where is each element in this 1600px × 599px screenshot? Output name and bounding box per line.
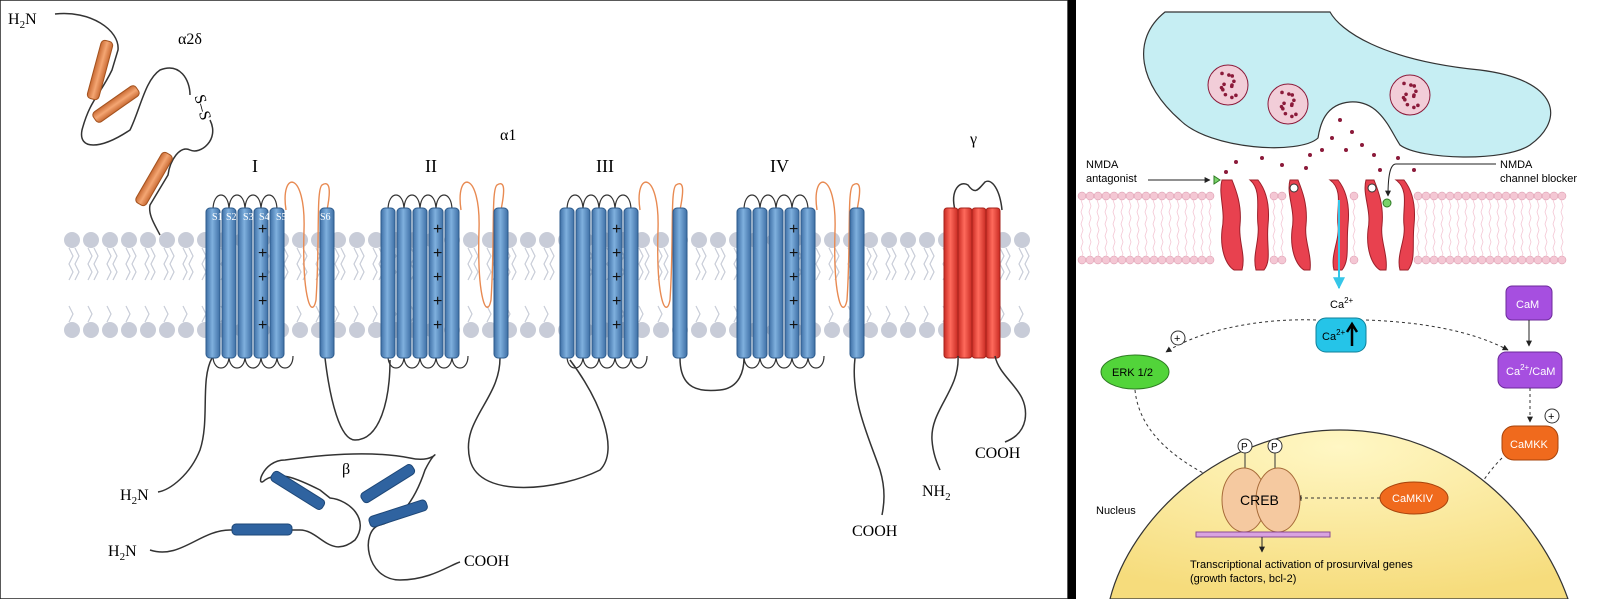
s5-label: S5: [276, 212, 287, 223]
nucleus-label: Nucleus: [1096, 505, 1136, 517]
phospho-label: P: [1241, 442, 1248, 453]
right-panel: NMDA antagonist NMDA channel blocker Ca2…: [1077, 11, 1577, 599]
charge-plus: +: [612, 221, 621, 238]
beta-helix: [360, 464, 416, 504]
cooh-alpha1-label: COOH: [852, 523, 898, 540]
disulfide-label: S–S: [191, 93, 214, 122]
alpha2delta-helix: [86, 39, 114, 101]
plus-icon: +: [1544, 408, 1560, 424]
gamma-label: γ: [969, 131, 977, 148]
vesicle: [1389, 74, 1431, 116]
ca2-influx-label: Ca2+: [1330, 296, 1354, 311]
charge-plus: +: [433, 317, 442, 334]
nmda-receptor-right: [1364, 179, 1415, 271]
camkk-label: CaMKK: [1510, 439, 1549, 451]
charge-plus: +: [433, 269, 442, 286]
camkiv-label: CaMKIV: [1392, 493, 1434, 505]
nucleus: [1109, 429, 1569, 599]
beta-helix: [270, 470, 326, 510]
charge-plus: +: [789, 269, 798, 286]
charge-plus: +: [258, 245, 267, 262]
alpha2delta-label: α2δ: [178, 31, 202, 48]
charge-plus: +: [612, 245, 621, 262]
released-glutamate: [1224, 118, 1416, 174]
cooh-gamma-label: COOH: [975, 445, 1021, 462]
erk-label: ERK 1/2: [1112, 367, 1153, 379]
charge-plus: +: [258, 269, 267, 286]
transcription-label-2: (growth factors, bcl-2): [1190, 573, 1296, 585]
h2n-beta-label: H2N: [108, 543, 137, 563]
postsynaptic-membrane: [1077, 191, 1567, 265]
nmda-receptor-left: [1213, 175, 1269, 271]
left-panel: H2N α2δ S–S α1 I II III IV γ +++++++++++…: [0, 0, 1069, 599]
charge-plus: +: [789, 317, 798, 334]
nmda-antagonist-label-2: antagonist: [1086, 173, 1137, 185]
charge-plus: +: [789, 293, 798, 310]
alpha1-label: α1: [500, 127, 516, 144]
beta-helix: [231, 523, 293, 536]
beta-label: β: [342, 461, 350, 478]
charge-plus: +: [789, 221, 798, 238]
plus-icon: +: [1170, 330, 1186, 346]
alpha2delta-helix: [135, 151, 173, 207]
charge-plus: +: [258, 293, 267, 310]
charge-plus: +: [433, 245, 442, 262]
s1-label: S1: [212, 212, 223, 223]
charge-plus: +: [612, 293, 621, 310]
nh2-gamma-label: NH2: [922, 483, 951, 503]
dna-bar: [1195, 531, 1331, 538]
h2n-left-label: H2N: [120, 487, 149, 507]
s6-label: S6: [320, 212, 331, 223]
cam-label: CaM: [1516, 299, 1539, 311]
nmda-blocker-label-2: channel blocker: [1500, 173, 1577, 185]
charge-plus: +: [612, 317, 621, 334]
transcription-label: Transcriptional activation of prosurviva…: [1190, 559, 1413, 571]
charge-plus: +: [258, 221, 267, 238]
domain-I-label: I: [252, 156, 258, 176]
creb-label: CREB: [1240, 492, 1279, 508]
h2n-top-label: H2N: [8, 11, 37, 31]
phospho-label: P: [1271, 442, 1278, 453]
panel-divider: [1068, 0, 1076, 599]
charge-plus: +: [789, 245, 798, 262]
charge-plus: +: [258, 317, 267, 334]
s2-label: S2: [226, 212, 237, 223]
erk-box: [1100, 354, 1170, 390]
alpha1-subunit: + + + + + + + + + + + + + + + + + + + +: [205, 181, 865, 369]
creb-complex: P P CREB: [1195, 438, 1331, 553]
alpha2delta-helix: [92, 85, 140, 123]
beta-helix: [368, 499, 428, 528]
svg-text:+: +: [1174, 333, 1180, 345]
nmda-antagonist-label: NMDA: [1086, 159, 1119, 171]
beta-subunit: β: [149, 453, 461, 581]
domain-III-label: III: [596, 156, 614, 176]
charge-plus: +: [433, 221, 442, 238]
vesicle-contents: [1219, 71, 1420, 119]
up-arrow-icon: [1345, 321, 1359, 346]
cooh-beta-label: COOH: [464, 553, 510, 570]
domain-IV-label: IV: [770, 156, 789, 176]
charge-plus: +: [433, 293, 442, 310]
charge-plus: +: [612, 269, 621, 286]
presynaptic-terminal: [1143, 11, 1552, 158]
svg-text:+: +: [1548, 411, 1554, 423]
gamma-subunit: [931, 180, 1027, 471]
ca-cam-label: Ca2+/CaM: [1506, 363, 1555, 378]
s3-label: S3: [243, 212, 254, 223]
vesicle: [1207, 64, 1249, 106]
ca2-rise-label: Ca2+: [1322, 328, 1346, 343]
camkk-box: [1501, 425, 1559, 461]
s4-label: S4: [259, 212, 270, 223]
vesicle: [1267, 83, 1309, 125]
domain-II-label: II: [425, 156, 437, 176]
nmda-blocker-label: NMDA: [1500, 159, 1533, 171]
